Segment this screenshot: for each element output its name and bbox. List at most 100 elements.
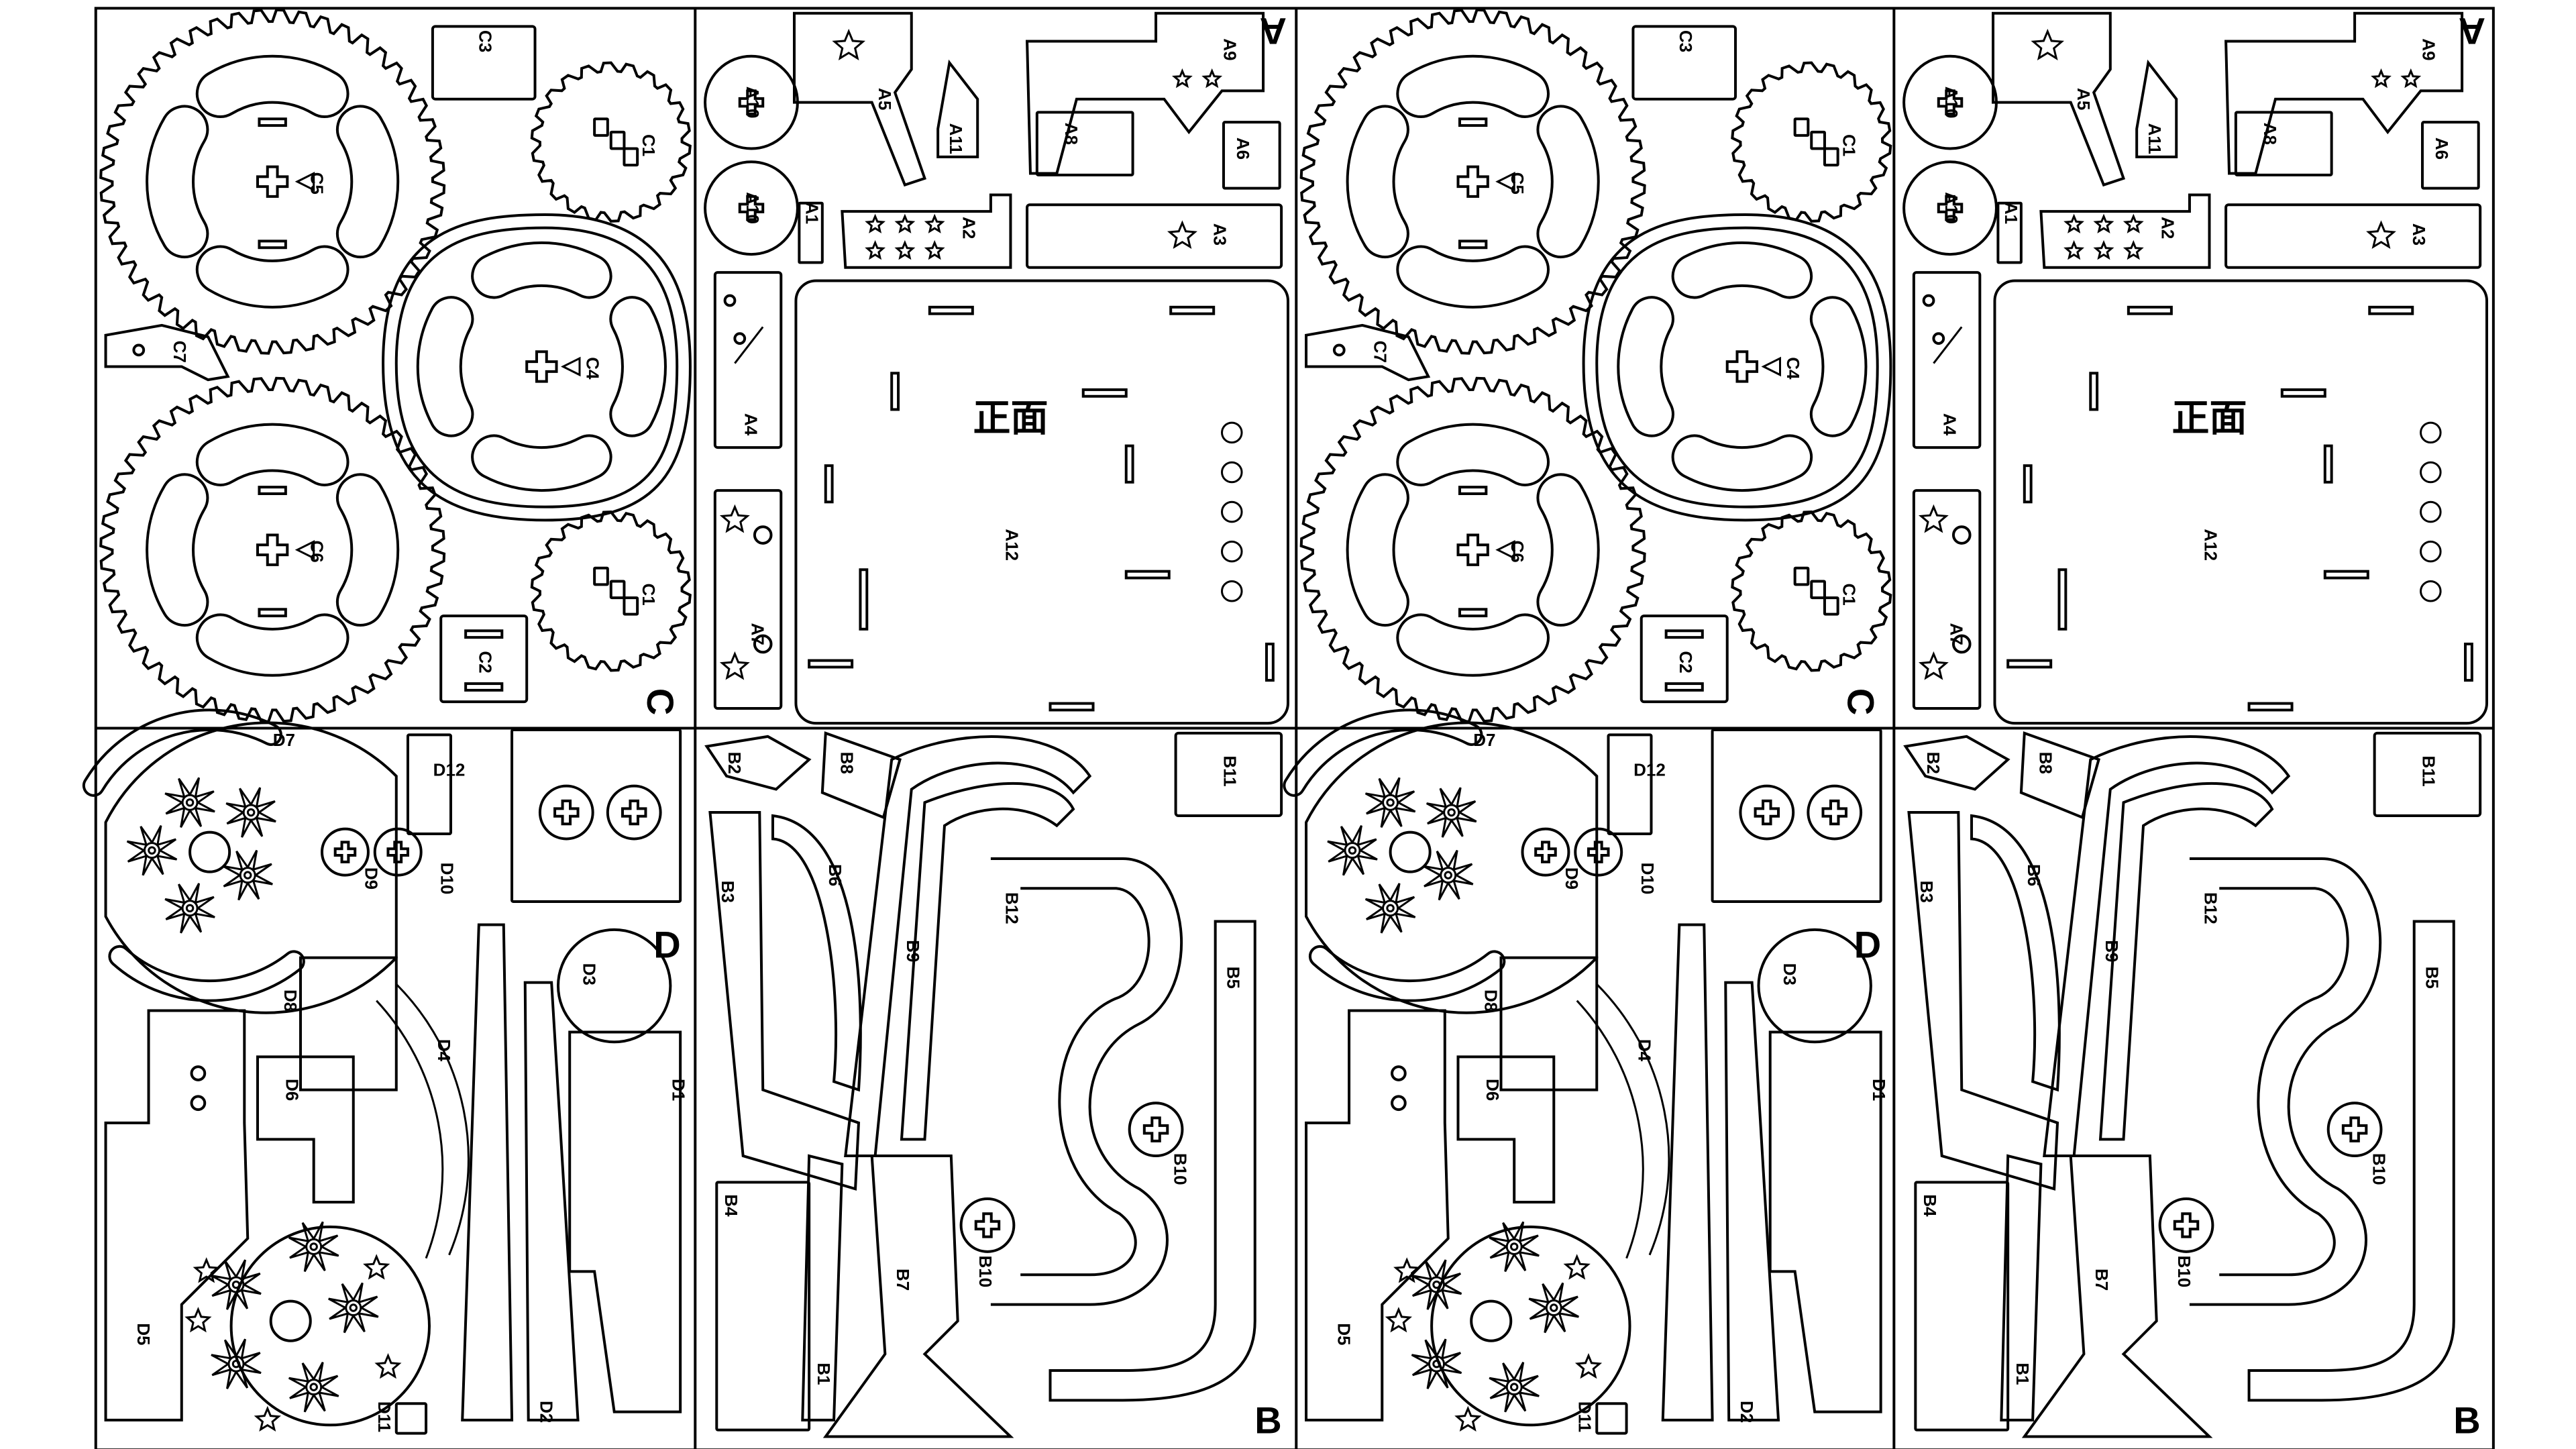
part-a10b: [704, 160, 799, 256]
arc-slot: [1396, 423, 1550, 486]
part-label: C3: [1676, 30, 1696, 52]
slot: [623, 147, 639, 167]
part-label: A2: [959, 217, 979, 239]
slot: [1049, 702, 1095, 712]
part-label: A3: [1210, 223, 1230, 246]
panel-letter: D: [1854, 924, 1881, 966]
part-label: A10: [1941, 192, 1962, 224]
star-icon: [193, 1257, 220, 1283]
pinwheel-hub: [242, 804, 260, 821]
part-label: B11: [2419, 755, 2439, 786]
arc-slot: [1346, 105, 1409, 259]
plus-icon: [1937, 89, 1964, 115]
part-label: B2: [1923, 752, 1943, 774]
star-icon: [1574, 1353, 1603, 1379]
star-icon: [1167, 220, 1197, 250]
part-b6: [1970, 814, 2061, 1092]
plus-icon: [1821, 799, 1847, 826]
part-c4-inner: [1595, 226, 1879, 508]
pinwheel-center: [349, 1303, 358, 1312]
arc-slot: [471, 434, 612, 492]
part-d11: [1595, 1402, 1628, 1435]
part-c3: [1631, 25, 1737, 101]
part-d8b: [299, 956, 398, 1091]
arc-slot: [1671, 241, 1813, 299]
pinwheel-hub: [1443, 804, 1460, 821]
plus-icon: [1725, 350, 1759, 383]
arc-slot: [195, 613, 350, 677]
gear-c1b: [530, 511, 692, 672]
oval-hole: [1221, 540, 1243, 563]
hole: [1391, 1095, 1407, 1112]
pinwheel-hub: [1505, 1379, 1523, 1396]
part-d6: [1305, 1009, 1450, 1421]
arc-slot: [336, 105, 400, 258]
hole: [190, 1065, 207, 1081]
part-label: B7: [893, 1269, 913, 1291]
part-d12: [406, 733, 452, 836]
part-d2: [461, 923, 514, 1421]
part-b7: [2021, 1155, 2213, 1438]
pinwheel-center: [1348, 846, 1357, 855]
part-d12: [1607, 733, 1653, 836]
part-d10: [320, 827, 370, 877]
part-d1: [568, 1030, 682, 1413]
plus-icon: [1587, 841, 1610, 863]
star-icon: [2093, 213, 2114, 233]
pinwheel-hub: [1344, 842, 1361, 859]
slot: [258, 608, 287, 618]
slot: [2127, 305, 2173, 315]
pinwheel-center: [1509, 1242, 1519, 1251]
star-icon: [924, 239, 945, 260]
slot: [890, 372, 900, 411]
pinwheel-hub: [227, 1276, 245, 1293]
oval-hole: [1221, 421, 1243, 444]
part-d10b: [1574, 827, 1623, 877]
slot: [609, 130, 626, 150]
star-icon: [1385, 1307, 1413, 1333]
part-label: B1: [814, 1362, 834, 1385]
part-b5-arc: [2043, 735, 2291, 1158]
part-label: D3: [579, 963, 599, 985]
part-label: A5: [2074, 88, 2094, 110]
slot: [859, 568, 869, 631]
plus-icon: [386, 841, 409, 863]
star-icon: [719, 504, 750, 533]
plus-icon: [1456, 533, 1489, 566]
part-a4: [713, 271, 783, 449]
arc-slot: [1308, 945, 1506, 1002]
part-label: B10: [2174, 1256, 2194, 1288]
pinwheel-center: [243, 871, 252, 879]
pinwheel-hub: [1505, 1238, 1523, 1255]
part-label: A5: [875, 88, 895, 110]
slot: [258, 486, 287, 495]
part-d1: [1768, 1030, 1882, 1413]
part-label: B4: [1920, 1194, 1940, 1217]
oval-hole: [1221, 580, 1243, 602]
hole: [1932, 332, 1945, 345]
star-icon: [1171, 68, 1193, 89]
part-d3: [1757, 928, 1872, 1044]
part-d4b: [1576, 1000, 1644, 1259]
pinwheel-icon: [1327, 824, 1378, 876]
part-label: D10: [437, 863, 458, 895]
slot: [609, 580, 626, 600]
arc-slot: [1283, 708, 1483, 797]
part-a7: [1912, 489, 1982, 710]
pinwheel-icon: [211, 1338, 262, 1389]
hole: [723, 294, 737, 307]
plus-icon: [738, 195, 765, 221]
pinwheel-icon: [1489, 1221, 1540, 1273]
slot: [2006, 659, 2053, 669]
star-icon: [832, 28, 866, 60]
slot: [824, 464, 834, 504]
slot: [1793, 117, 1810, 137]
plus-icon: [2341, 1116, 2368, 1142]
part-label: C7: [1370, 341, 1390, 363]
part-a2: [841, 193, 1012, 269]
part-c7: [1305, 323, 1431, 382]
pinwheel-center: [309, 1383, 318, 1391]
part-a1: [1996, 201, 2023, 264]
part-label: D6: [1483, 1079, 1503, 1101]
